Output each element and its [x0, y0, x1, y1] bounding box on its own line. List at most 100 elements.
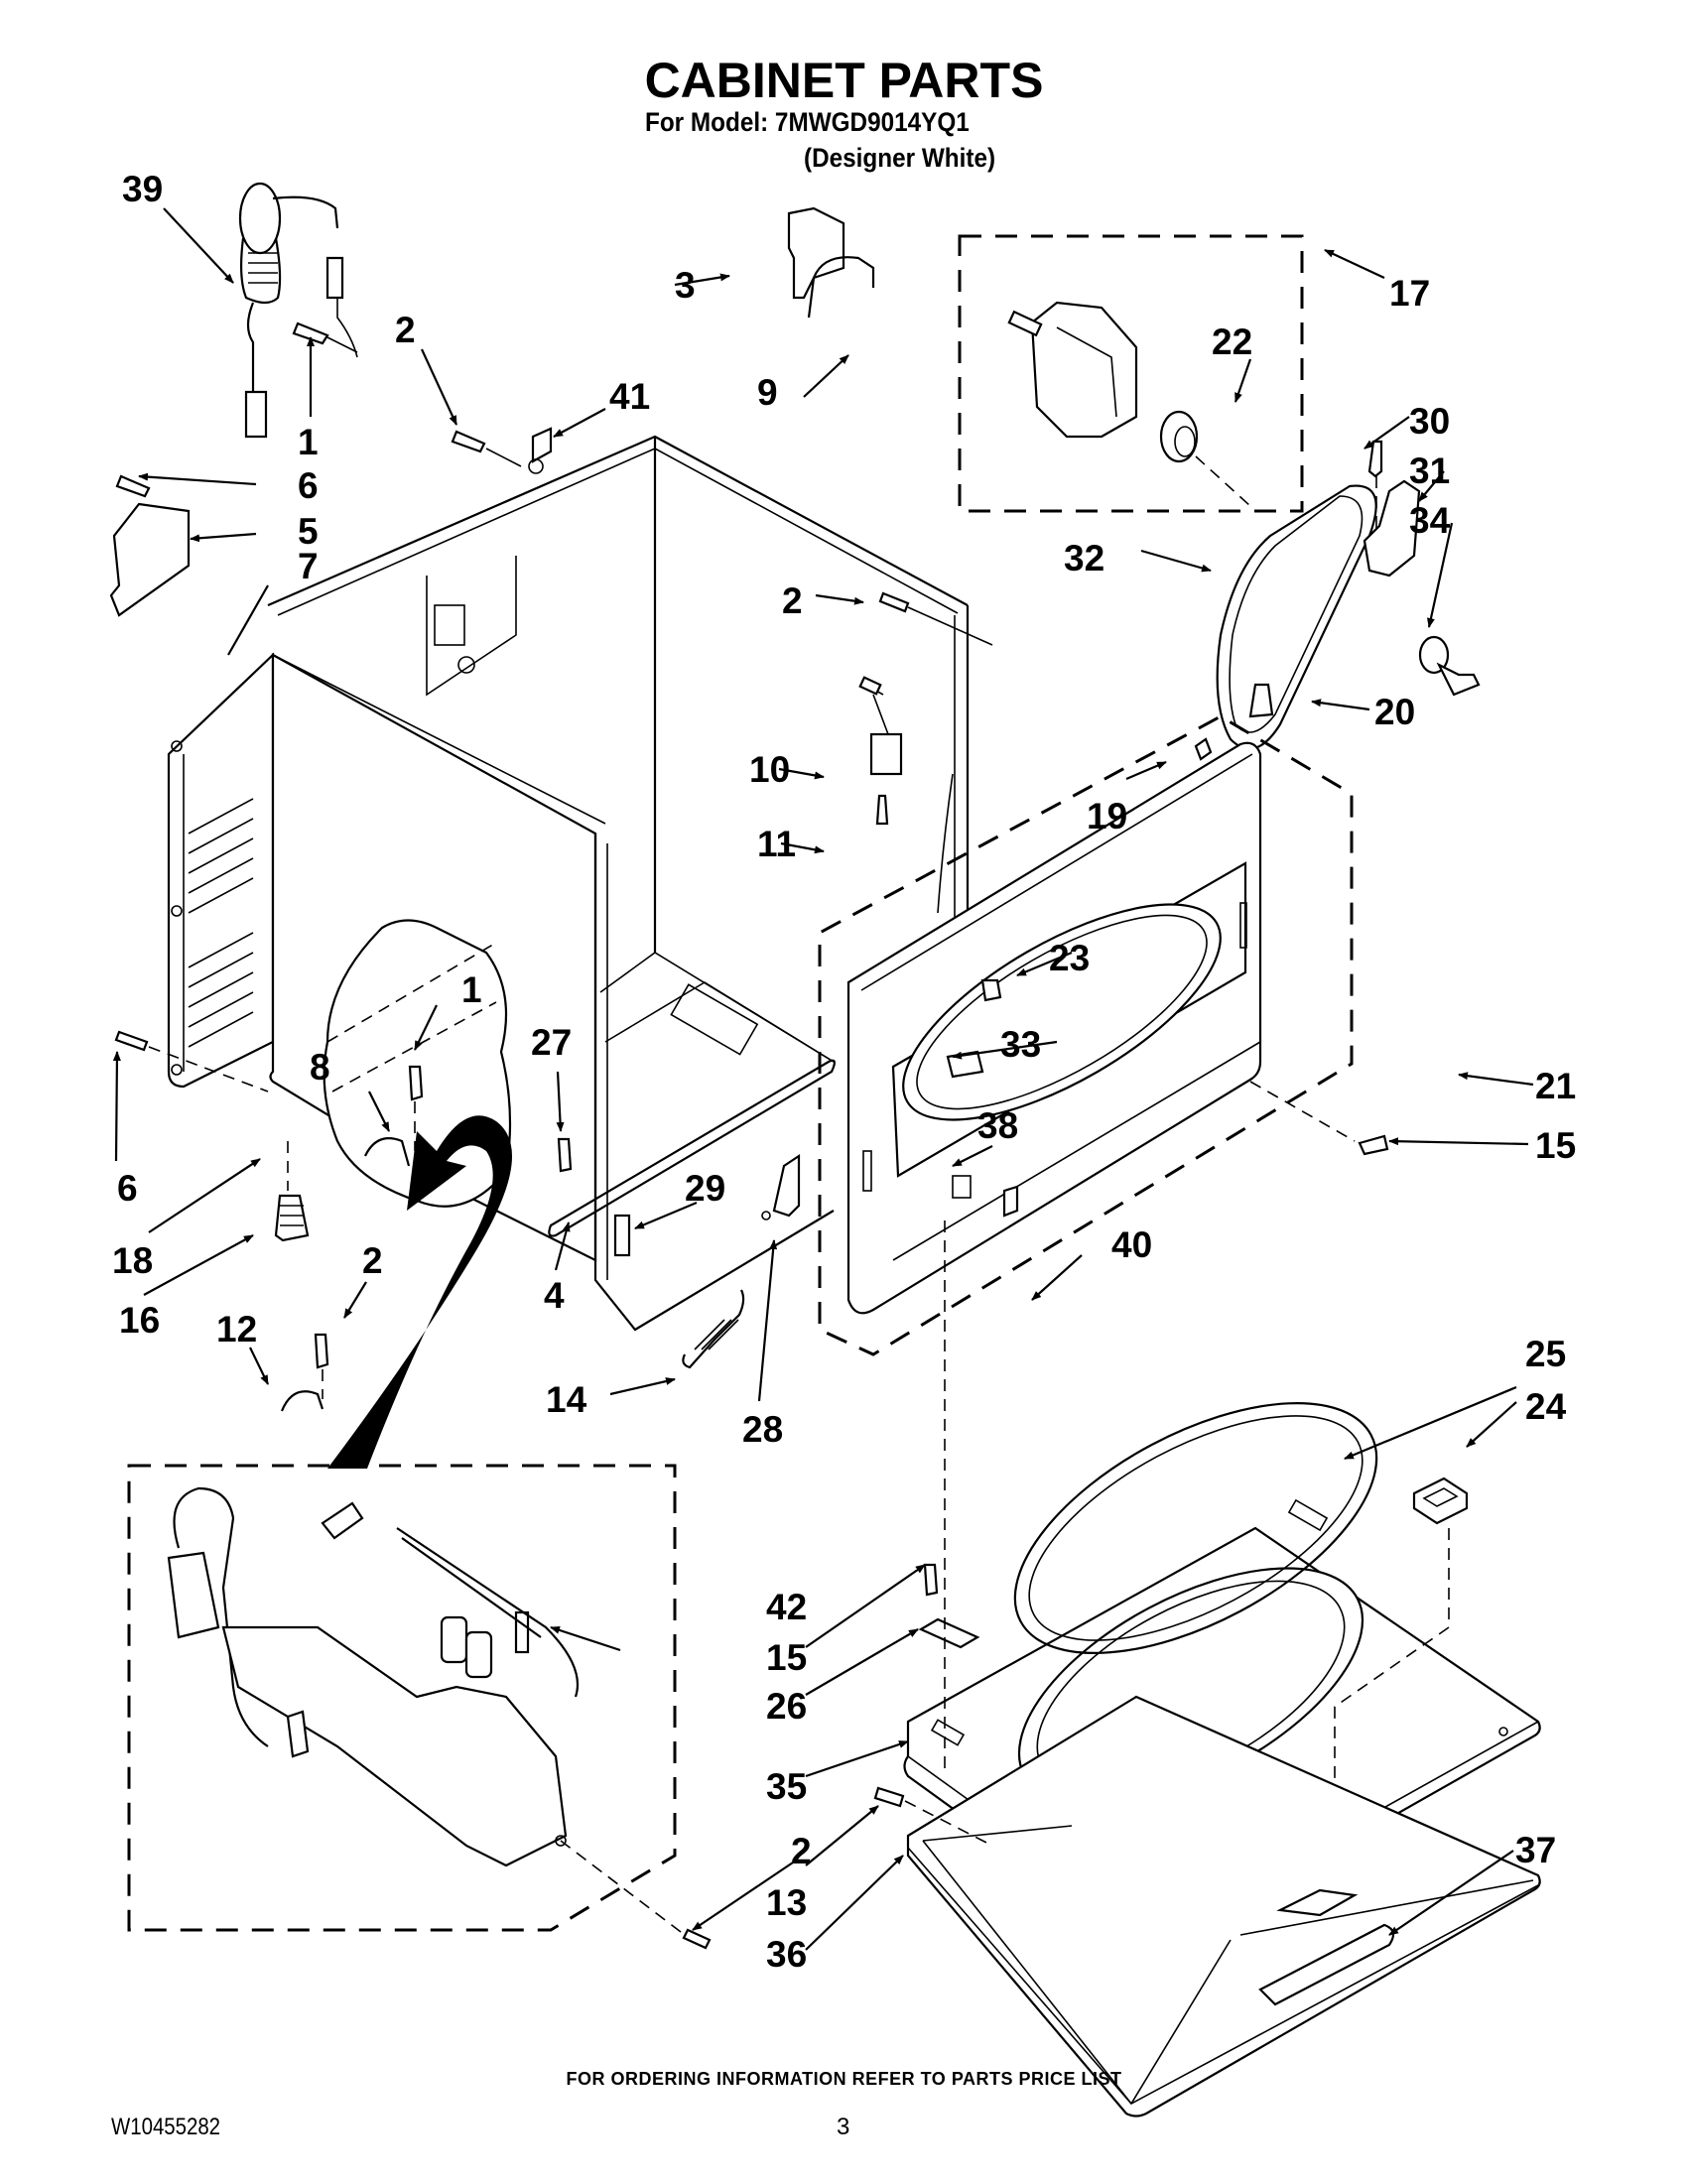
- idler-pulley-part: [1418, 635, 1481, 697]
- model-number: For Model: 7MWGD9014YQ1: [645, 107, 970, 137]
- callout-29: 29: [685, 1168, 725, 1209]
- clip-part: [1412, 1477, 1469, 1525]
- callout-7: 7: [298, 546, 319, 586]
- clip-part: [1248, 683, 1274, 718]
- ordering-note: FOR ORDERING INFORMATION REFER TO PARTS …: [566, 2069, 1122, 2089]
- callout-19: 19: [1087, 796, 1127, 836]
- callout-2: 2: [782, 580, 803, 621]
- idler-bracket-part: [1363, 479, 1421, 578]
- screw-part: [873, 1786, 905, 1808]
- screw-part: [292, 321, 358, 353]
- cabinet-body: [167, 435, 970, 1332]
- screw-part: [115, 474, 151, 498]
- gasket-ring-part: [1013, 1401, 1378, 1655]
- screw-part: [408, 1065, 424, 1101]
- screw-part: [923, 1563, 939, 1597]
- callout-30: 30: [1409, 401, 1450, 442]
- screw-part: [875, 794, 889, 826]
- screw-part: [114, 1030, 149, 1052]
- callout-33: 33: [1000, 1024, 1041, 1065]
- callout-36: 36: [766, 1934, 807, 1975]
- screw-part: [314, 1333, 329, 1369]
- motor-assembly-box: [958, 234, 1304, 513]
- callout-35: 35: [766, 1766, 807, 1807]
- hinge-part: [772, 1153, 801, 1218]
- screw-part: [878, 591, 910, 613]
- vent-slots: [188, 798, 254, 1048]
- clamp-part: [280, 1390, 325, 1412]
- callout-24: 24: [1525, 1386, 1567, 1427]
- clamp-part: [364, 1137, 411, 1167]
- callout-6: 6: [117, 1168, 138, 1209]
- screw-part: [1358, 1134, 1389, 1156]
- callout-2: 2: [395, 310, 416, 350]
- bracket-part: [109, 502, 191, 617]
- clip-part: [1194, 737, 1213, 761]
- model-variant: (Designer White): [804, 143, 996, 173]
- callout-1: 1: [298, 422, 319, 462]
- callout-9: 9: [757, 372, 778, 413]
- callout-38: 38: [977, 1105, 1018, 1146]
- clip-part: [531, 427, 553, 463]
- callout-21: 21: [1535, 1066, 1576, 1106]
- callout-2: 2: [791, 1831, 812, 1871]
- hook-part: [807, 256, 875, 319]
- callout-22: 22: [1212, 321, 1252, 362]
- screw-part: [682, 1928, 712, 1950]
- document-number: W10455282: [111, 2114, 221, 2140]
- page-title: CABINET PARTS: [644, 53, 1044, 108]
- front-panel-assembly-box: [818, 714, 1354, 1356]
- callout-15: 15: [1535, 1125, 1576, 1166]
- callout-2: 2: [362, 1240, 383, 1281]
- bottom-duct-part: [906, 1695, 1541, 2118]
- drive-motor-part: [1007, 301, 1138, 439]
- callout-6: 6: [298, 465, 319, 506]
- callout-5: 5: [298, 511, 319, 552]
- callout-20: 20: [1374, 692, 1415, 732]
- burner-assembly-part: [167, 1486, 580, 1867]
- callout-37: 37: [1515, 1830, 1556, 1870]
- front-panel-part: [846, 741, 1262, 1315]
- leveling-leg-part: [274, 1194, 310, 1242]
- callout-31: 31: [1409, 450, 1450, 491]
- callout-28: 28: [742, 1409, 783, 1450]
- door-spring-part: [682, 1289, 745, 1369]
- callout-40: 40: [1111, 1224, 1152, 1265]
- screw-part: [451, 430, 486, 453]
- callout-8: 8: [310, 1047, 330, 1088]
- callout-11: 11: [757, 824, 796, 864]
- bracket-part: [787, 206, 845, 300]
- callout-3: 3: [675, 265, 696, 306]
- callout-17: 17: [1389, 273, 1430, 314]
- lamp-part: [980, 978, 1002, 1002]
- screw-part: [557, 1137, 573, 1173]
- callout-26: 26: [766, 1686, 807, 1727]
- screw-part: [1367, 440, 1383, 478]
- callout-13: 13: [766, 1882, 807, 1923]
- callout-23: 23: [1049, 938, 1090, 978]
- callout-15: 15: [766, 1637, 807, 1678]
- pulley-part: [1159, 410, 1199, 463]
- callout-4: 4: [544, 1275, 565, 1316]
- callout-27: 27: [531, 1022, 572, 1063]
- bracket-part: [918, 1617, 980, 1649]
- callout-25: 25: [1525, 1334, 1566, 1374]
- callout-12: 12: [216, 1309, 257, 1349]
- callout-41: 41: [609, 376, 650, 417]
- leader-arrows: [112, 207, 1534, 1951]
- callout-14: 14: [546, 1379, 587, 1420]
- drive-belt-part: [1216, 484, 1377, 750]
- callout-18: 18: [112, 1240, 153, 1281]
- callout-10: 10: [749, 749, 790, 790]
- door-switch-part: [858, 676, 903, 776]
- duct-route-arrow: [327, 1115, 512, 1469]
- page-number: 3: [837, 2114, 850, 2140]
- switch-part: [613, 1214, 631, 1257]
- callout-1: 1: [461, 969, 482, 1010]
- callout-39: 39: [122, 169, 163, 209]
- callout-42: 42: [766, 1587, 807, 1627]
- callout-labels: 39 1 2 41 6 5 7 3 9 17 22 30 31 34 32 2 …: [112, 169, 1576, 1975]
- power-cord-part: [238, 182, 358, 439]
- burner-assembly-box: [127, 1464, 677, 1932]
